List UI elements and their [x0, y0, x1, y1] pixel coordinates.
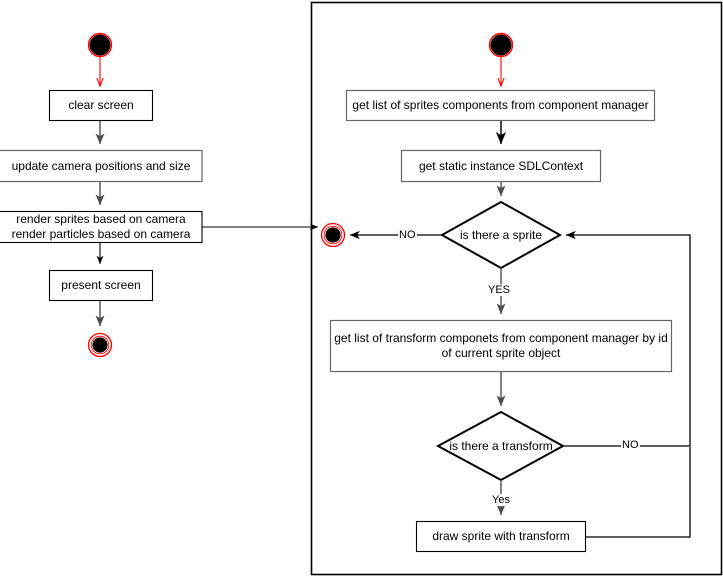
- edge-label-transform-no: NO: [621, 439, 640, 451]
- edge-label-sprite-yes: YES: [487, 284, 512, 296]
- decision-is-there-a-sprite: [439, 200, 563, 270]
- edge-label-sprite-no: NO: [398, 229, 417, 241]
- box-draw-sprite: [415, 520, 587, 553]
- left-start-node: [87, 32, 113, 58]
- edge-label-transform-yes: Yes: [491, 494, 511, 506]
- decision-is-there-a-transform: [435, 410, 566, 482]
- box-get-sprites-components: [345, 89, 656, 122]
- box-get-sdlcontext: [400, 149, 602, 183]
- box-clear-screen: [48, 89, 154, 122]
- panel-end-node: [320, 222, 346, 248]
- edge-draw-sprite-loopback: [586, 447, 691, 538]
- box-update-camera: [0, 149, 203, 183]
- box-present-screen: [48, 269, 154, 302]
- box-get-transform-components: [329, 319, 673, 373]
- left-end-node: [87, 332, 113, 358]
- box-render-sprites: [0, 210, 203, 244]
- right-panel-frame: [310, 1, 723, 576]
- panel-start-node: [488, 32, 514, 58]
